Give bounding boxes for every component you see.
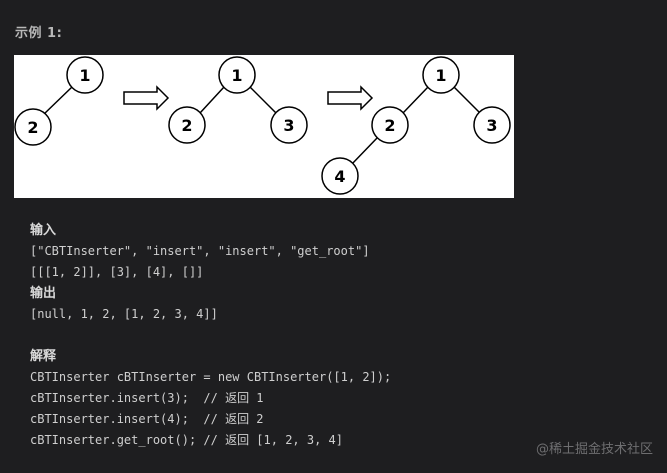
arrow-right-icon (123, 85, 170, 111)
example-title: 示例 1: (15, 26, 63, 41)
input-heading: 输入 (30, 223, 57, 238)
explain-line: cBTInserter.get_root(); // 返回 [1, 2, 3, … (30, 433, 343, 447)
node-circle (168, 106, 206, 144)
node-label: 1 (435, 66, 446, 85)
explain-line: CBTInserter cBTInserter = new CBTInserte… (30, 370, 392, 384)
node-circle (14, 108, 52, 146)
arrow-right-icon (327, 85, 374, 111)
tree-insertion-diagram: 1 2 1 2 3 1 2 3 (14, 55, 514, 198)
input-line: [[[1, 2]], [3], [4], []] (30, 265, 204, 279)
node-label: 2 (384, 116, 395, 135)
node-label: 4 (334, 167, 345, 186)
edge-1-2 (42, 86, 73, 116)
diagram-svg: 1 2 1 2 3 1 2 3 (14, 56, 511, 195)
node-label: 2 (181, 116, 192, 135)
node-circle (66, 56, 104, 94)
node-label: 1 (231, 66, 242, 85)
output-line: [null, 1, 2, [1, 2, 3, 4]] (30, 307, 218, 321)
blank-line (30, 325, 630, 346)
node-circle (321, 157, 359, 195)
tree-step-2: 1 2 3 (168, 56, 308, 144)
explain-line: cBTInserter.insert(4); // 返回 2 (30, 412, 264, 426)
edge-2-4 (350, 136, 379, 166)
node-label: 3 (283, 116, 294, 135)
node-label: 1 (79, 66, 90, 85)
explain-heading: 解释 (30, 349, 57, 364)
node-label: 2 (27, 118, 38, 137)
edge-1-2 (402, 86, 429, 114)
tree-step-3: 1 2 3 4 (321, 56, 511, 195)
input-line: ["CBTInserter", "insert", "insert", "get… (30, 244, 370, 258)
node-circle (270, 106, 308, 144)
edge-1-3 (453, 86, 481, 114)
edge-1-2 (199, 86, 225, 114)
example-code-block: 输入 ["CBTInserter", "insert", "insert", "… (30, 220, 630, 451)
node-label: 3 (486, 116, 497, 135)
explain-line: cBTInserter.insert(3); // 返回 1 (30, 391, 264, 405)
node-circle (422, 56, 460, 94)
output-heading: 输出 (30, 286, 57, 301)
watermark: @稀土掘金技术社区 (535, 442, 653, 457)
node-circle (371, 106, 409, 144)
node-circle (473, 106, 511, 144)
edge-1-3 (249, 86, 277, 114)
node-circle (218, 56, 256, 94)
tree-step-1: 1 2 (14, 56, 104, 146)
